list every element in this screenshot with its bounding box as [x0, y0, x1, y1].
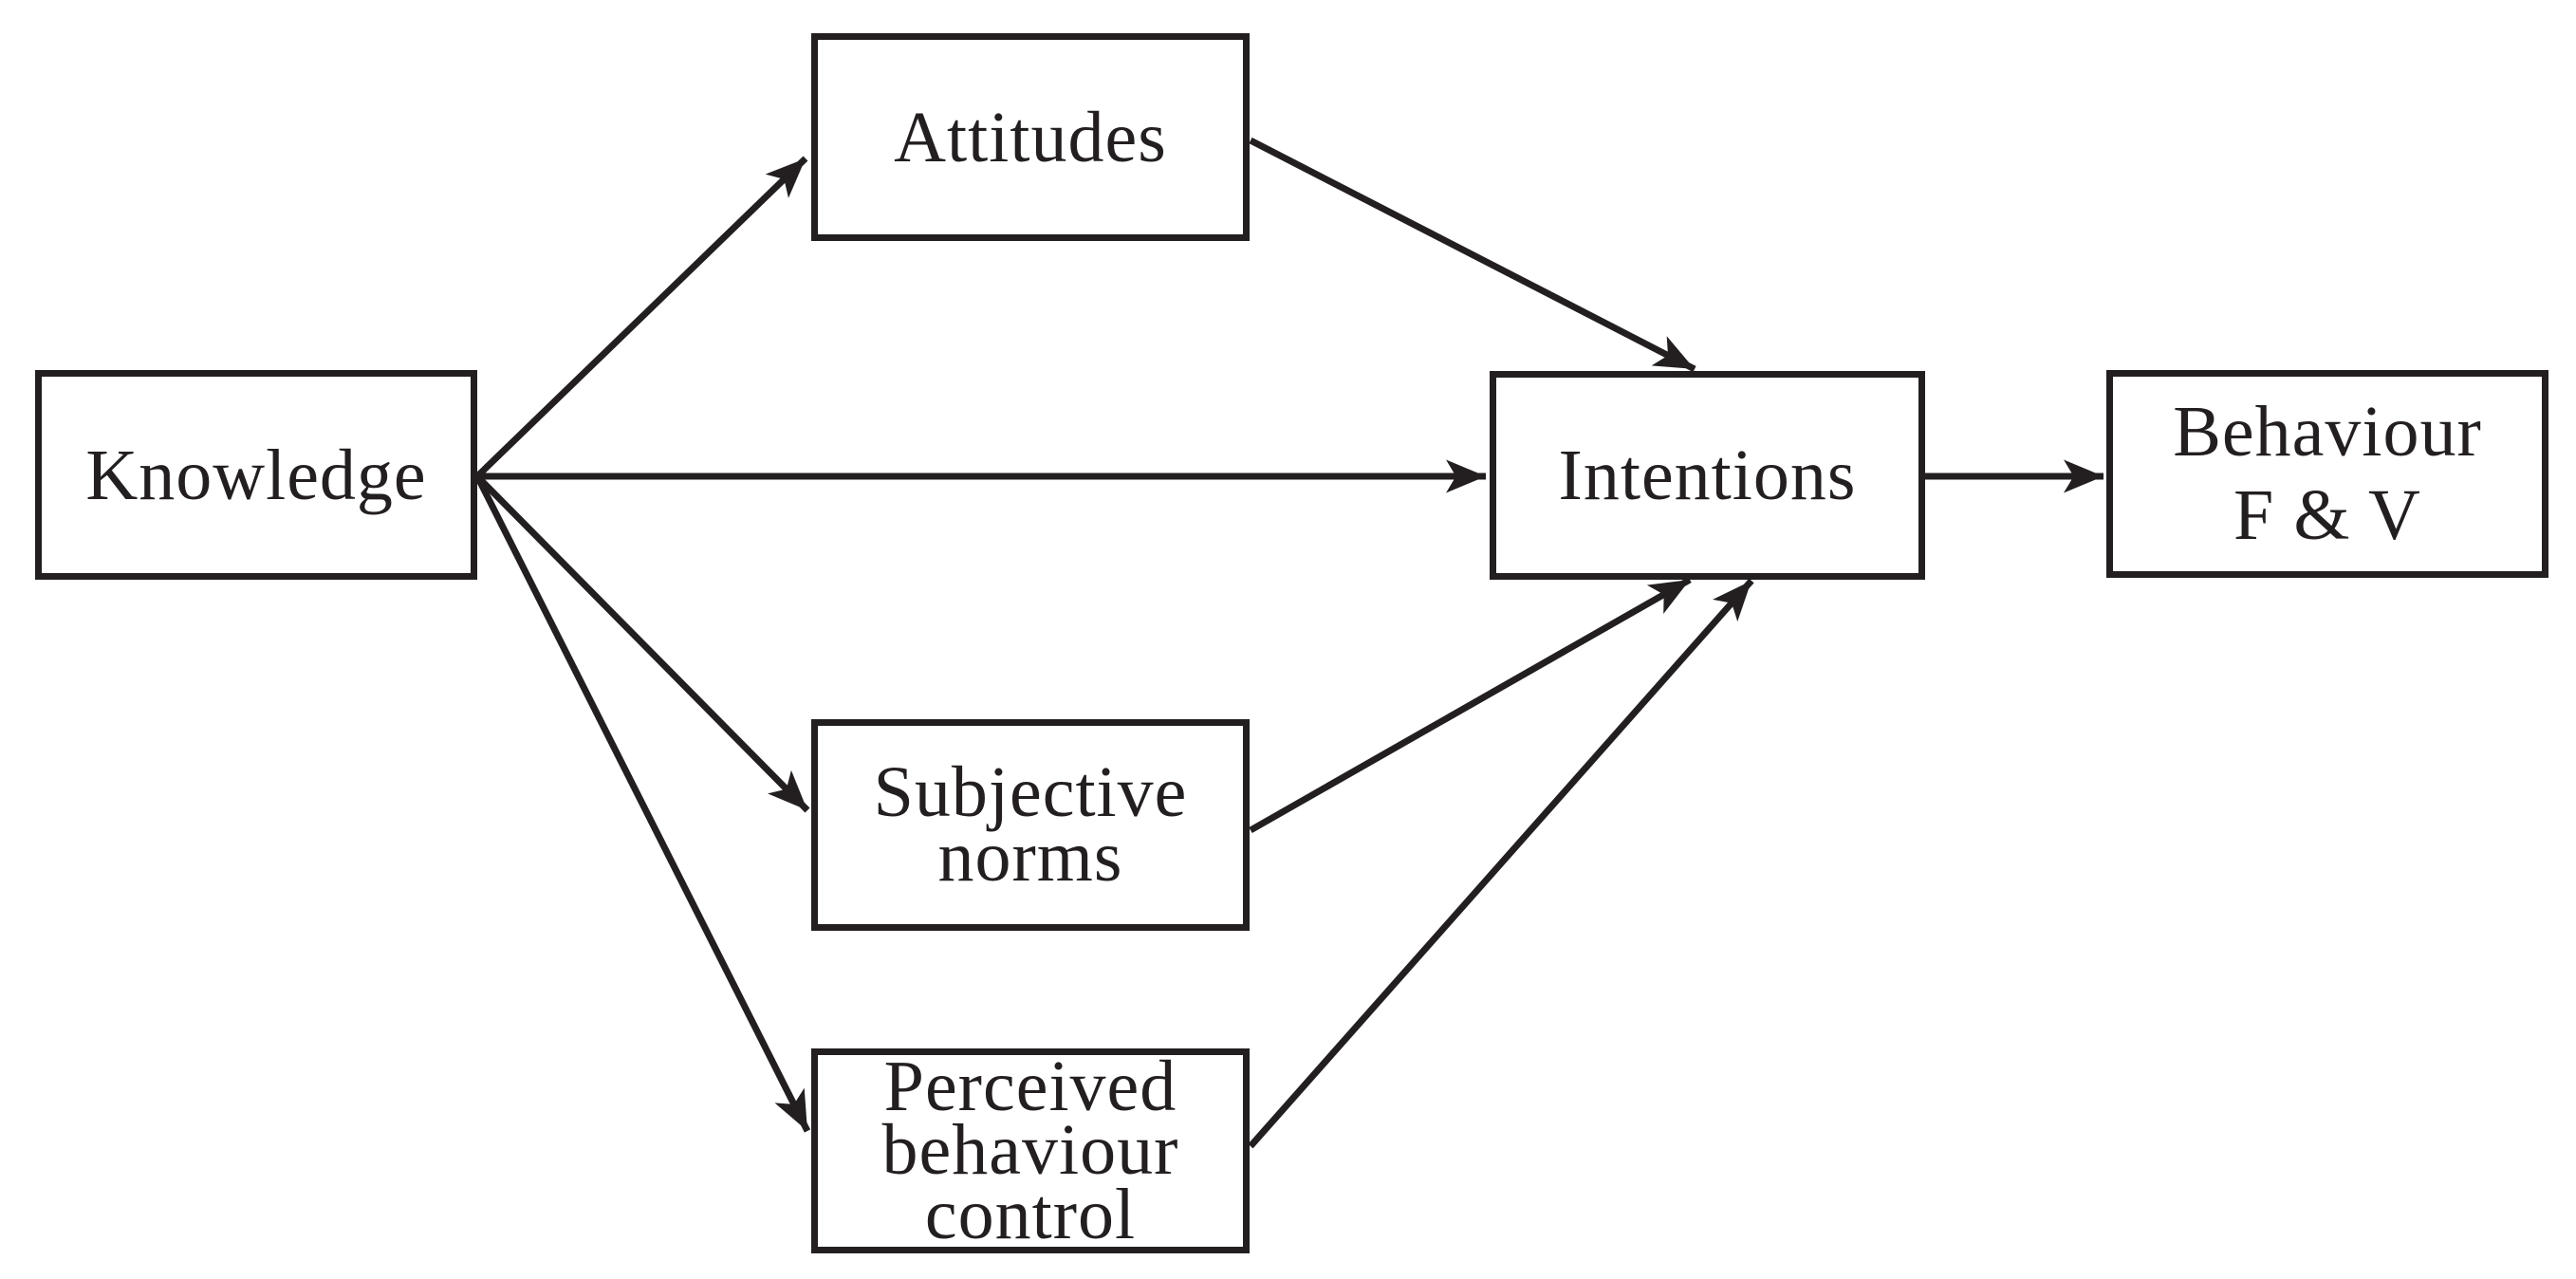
node-knowledge: Knowledge: [35, 370, 477, 580]
node-behaviour-f-v: Behaviour F & V: [2106, 370, 2548, 578]
arrow-perceived-behaviour-control-to-intentions: [1248, 578, 1754, 1149]
arrow-knowledge-to-subjective-norms: [474, 473, 810, 813]
node-attitudes-label: Attitudes: [894, 97, 1167, 177]
arrow-knowledge-to-perceived-behaviour-control: [473, 474, 811, 1133]
node-perceived-behaviour-control-label: Perceived behaviour control: [881, 1046, 1179, 1254]
node-behaviour-f-v-label: Behaviour F & V: [2173, 392, 2482, 555]
arrow-knowledge-to-attitudes: [474, 156, 808, 479]
node-knowledge-label: Knowledge: [85, 435, 427, 515]
node-subjective-norms-label: Subjective norms: [873, 751, 1188, 897]
node-attitudes: Attitudes: [811, 33, 1250, 241]
arrow-attitudes-to-intentions: [1249, 137, 1696, 373]
node-perceived-behaviour-control: Perceived behaviour control: [811, 1048, 1250, 1253]
node-intentions-label: Intentions: [1558, 436, 1857, 515]
node-subjective-norms: Subjective norms: [811, 719, 1250, 931]
arrow-subjective-norms-to-intentions: [1249, 576, 1692, 834]
node-intentions: Intentions: [1490, 371, 1925, 580]
